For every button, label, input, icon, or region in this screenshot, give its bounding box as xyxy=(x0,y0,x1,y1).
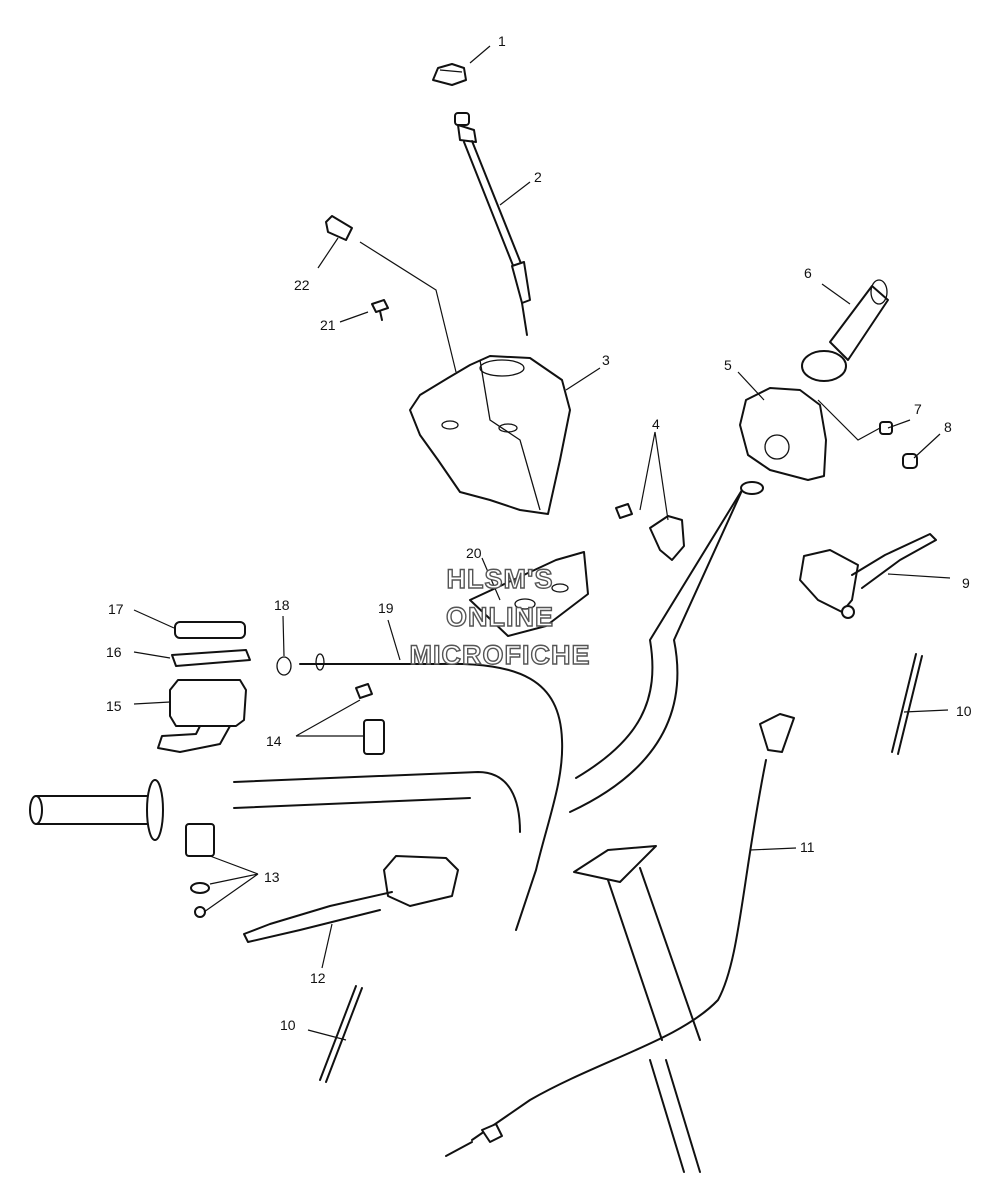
part-6-grip xyxy=(801,279,889,382)
watermark: HLSM'S ONLINE MICROFICHE xyxy=(409,563,591,670)
callout-3: 3 xyxy=(602,352,610,368)
part-5-switch xyxy=(739,387,827,481)
part-3-cover xyxy=(409,355,571,515)
part-2-shaft xyxy=(454,112,531,336)
callout-10-right: 10 xyxy=(956,703,972,719)
part-11-cable xyxy=(445,713,795,1157)
part-7-bushing xyxy=(879,421,893,435)
part-1-cap xyxy=(432,63,467,86)
part-17-cap xyxy=(174,621,246,639)
callout-4: 4 xyxy=(652,416,660,432)
part-15-reservoir xyxy=(157,679,247,753)
callout-6: 6 xyxy=(804,265,812,281)
part-22-pin xyxy=(325,215,353,241)
part-4-clamp xyxy=(615,503,685,561)
callout-17: 17 xyxy=(108,601,124,617)
callout-20: 20 xyxy=(466,545,482,561)
part-12-master-cylinder xyxy=(243,855,459,943)
part-20-bracket xyxy=(469,551,589,637)
left-grip xyxy=(29,779,164,841)
watermark-line-2: ONLINE xyxy=(446,602,554,632)
part-18-oring xyxy=(276,656,292,676)
callout-8: 8 xyxy=(944,419,952,435)
part-13-clamp xyxy=(185,823,215,918)
watermark-line-3: MICROFICHE xyxy=(410,640,591,670)
callout-19: 19 xyxy=(378,600,394,616)
leader-lines xyxy=(133,45,951,1041)
part-8-bushing xyxy=(902,453,918,469)
callout-11: 11 xyxy=(800,839,815,855)
steering-column xyxy=(573,845,701,1173)
callout-18: 18 xyxy=(274,597,290,613)
callout-2: 2 xyxy=(534,169,542,185)
callout-10-lower: 10 xyxy=(280,1017,296,1033)
part-16-gasket xyxy=(171,649,251,667)
callout-16: 16 xyxy=(106,644,122,660)
part-10-rod-right xyxy=(891,653,923,755)
callout-22: 22 xyxy=(294,277,310,293)
callout-9: 9 xyxy=(962,575,970,591)
callout-21: 21 xyxy=(320,317,336,333)
watermark-line-1: HLSM'S xyxy=(447,564,554,594)
callout-1: 1 xyxy=(498,33,506,49)
callout-14: 14 xyxy=(266,733,282,749)
part-9-lever xyxy=(799,533,937,619)
callout-15: 15 xyxy=(106,698,122,714)
part-19-cable xyxy=(299,653,564,931)
callout-numbers: 1 2 3 4 5 6 7 8 9 10 11 12 13 14 15 16 1… xyxy=(106,33,972,1033)
part-10-rod-lower xyxy=(319,985,363,1083)
callout-5: 5 xyxy=(724,357,732,373)
callout-13: 13 xyxy=(264,869,280,885)
callout-12: 12 xyxy=(310,970,326,986)
part-14-clip xyxy=(355,683,385,755)
handlebar xyxy=(233,481,764,833)
callout-7: 7 xyxy=(914,401,922,417)
part-21-bolt xyxy=(371,299,389,321)
